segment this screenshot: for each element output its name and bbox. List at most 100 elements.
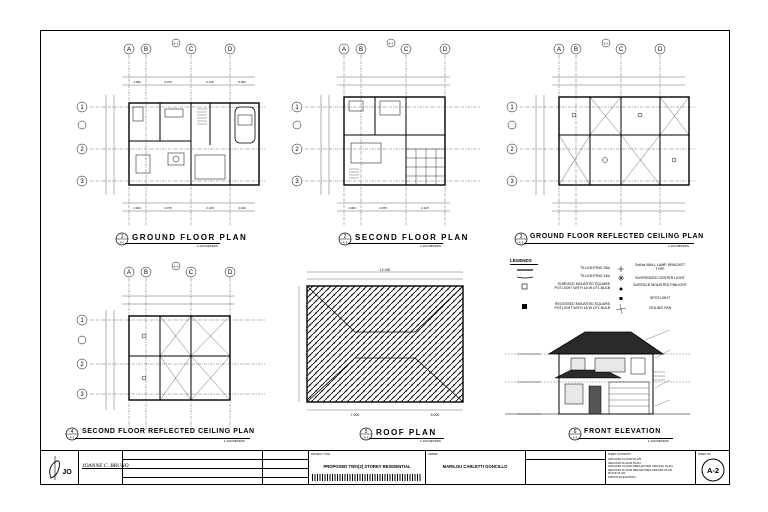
legend-symbols-right (616, 266, 626, 314)
roof-dim-1: 7.900 (351, 413, 360, 417)
legend-item-ceiling-fan: CEILING FAN (648, 306, 672, 310)
svg-text:A-2: A-2 (519, 241, 524, 245)
svg-text:5: 5 (365, 429, 368, 435)
legend-item-surface-pinlight: SURFACE MOUNTED PINLIGHT (633, 283, 687, 287)
svg-text:C: C (404, 47, 409, 53)
second-floor-rcp-drawing (76, 261, 265, 430)
dim-top-2: 4.075 (164, 80, 172, 84)
view-number-bubble: 4A-2 (65, 427, 79, 441)
owner-label: OWNER (428, 453, 438, 456)
sheet-contents-list: GROUND FLOOR PLAN SECOND FLOOR PLAN GROU… (608, 458, 673, 479)
dim-bottom-4: 3.400 (238, 206, 246, 210)
grid-label-1: 1 (80, 105, 84, 111)
svg-text:4.075: 4.075 (379, 206, 387, 210)
drawing-title-front-elevation: FRONT ELEVATION (584, 428, 662, 435)
svg-text:D: D (443, 47, 448, 53)
dim-bottom-3: 2.125 (206, 206, 214, 210)
svg-text:A: A (557, 47, 561, 53)
spotlight-icon (619, 297, 623, 300)
dim-bottom-1: 1.000 (133, 206, 141, 210)
svg-text:E-1: E-1 (604, 42, 609, 46)
drawing-title-ground-floor-rcp: GROUND FLOOR REFLECTED CEILING PLAN (530, 233, 704, 240)
view-number-bubble: 1A-2 (115, 232, 129, 246)
grid-label-d: D (228, 47, 233, 53)
legend-item-spotlight: SPOTLIGHT (649, 296, 671, 300)
roof-plan-drawing (298, 271, 464, 411)
sheet-number: A-2 (707, 466, 719, 475)
svg-text:A: A (127, 270, 131, 276)
drawing-title-roof-plan: ROOF PLAN (376, 428, 437, 437)
svg-text:A-2: A-2 (364, 436, 369, 440)
logo-text: JO (62, 469, 72, 476)
grid-label-3: 3 (80, 179, 84, 185)
view-number-bubble: 2A-2 (338, 232, 352, 246)
svg-text:B: B (144, 270, 148, 276)
svg-text:D: D (228, 270, 233, 276)
svg-text:A-2: A-2 (70, 436, 75, 440)
svg-text:A-2: A-2 (573, 436, 578, 440)
svg-text:3: 3 (80, 392, 84, 398)
ground-floor-rcp-drawing (506, 38, 695, 225)
drawing-title-second-floor-plan: SECOND FLOOR PLAN (355, 233, 469, 242)
legend-symbols-left (516, 269, 534, 309)
svg-text:A: A (342, 47, 346, 53)
scale-label: 1:100 METERS (420, 244, 441, 248)
view-number-bubble: 6A-2 (568, 427, 582, 441)
legend-item-surface-potlight: SURFACE MOUNTED SQUARE POTLIGHT WITH 18 … (554, 282, 610, 290)
svg-text:C: C (619, 47, 624, 53)
front-elevation-drawing (505, 329, 690, 415)
drawing-title-ground-floor-plan: GROUND FLOOR PLAN (132, 233, 248, 242)
roof-overall-dim: 12.150 (380, 268, 391, 272)
project-address-text (312, 474, 422, 481)
legend-item-recessed-potlight: RECESSED MOUNTED SQUARE POTLIGHT WITH 18… (554, 302, 610, 310)
title-block: JO JOANNE C. BRUNO PROJECT TITLE PROPOSE… (40, 450, 730, 485)
view-number-bubble: 3A-2 (514, 232, 528, 246)
legend-item-center-light: SUSPENDED CENTER LIGHT (635, 276, 685, 280)
project-title: PROPOSED TWO(2) STOREY RESIDENTIAL (323, 464, 411, 469)
grid-label-c: C (189, 47, 194, 53)
svg-text:B: B (359, 47, 363, 53)
second-floor-plan-drawing (291, 38, 480, 225)
sheet-number-badge: A-2 (701, 458, 725, 482)
ceiling-fan-icon (616, 304, 626, 314)
signature: JOANNE C. BRUNO (82, 463, 129, 469)
sheet-contents-label: SHEET CONTENTS (608, 453, 631, 456)
owner-name: MARILOU CARLETTI GONCILLO (442, 464, 508, 469)
dim-top-4: 5.000 (238, 80, 246, 84)
svg-text:A-2: A-2 (120, 241, 125, 245)
view-number-bubble: 5A-2 (359, 427, 373, 441)
legend-item-t5-28: T5 LIGHTING 28w (580, 266, 610, 270)
svg-text:E-1: E-1 (389, 42, 394, 46)
ground-floor-rcp-labels: A B C D 1 2 3 E-1 (510, 42, 663, 186)
svg-text:E-1: E-1 (174, 265, 179, 269)
drawing-title-second-floor-rcp: SECOND FLOOR REFLECTED CEILING PLAN (82, 428, 255, 435)
grid-label-a: A (127, 47, 131, 53)
svg-text:1: 1 (295, 105, 299, 111)
svg-text:6: 6 (574, 429, 577, 435)
svg-text:3: 3 (520, 234, 523, 240)
svg-text:2.125: 2.125 (421, 206, 429, 210)
t5-14-icon (516, 276, 534, 279)
scale-label: 1:100 METERS (420, 439, 441, 443)
scale-label: 1:100 METERS (197, 244, 218, 248)
scale-label: 1:100 METERS (648, 439, 669, 443)
dim-top-1: 1.000 (133, 80, 141, 84)
svg-text:1: 1 (80, 318, 84, 324)
roof-dim-2: 5.000 (431, 413, 440, 417)
svg-text:2: 2 (510, 147, 514, 153)
center-light-icon (618, 275, 624, 281)
second-floor-rcp-labels: A B C D 1 2 3 E-1 (80, 265, 233, 399)
dim-bottom-2: 4.075 (164, 206, 172, 210)
section-marker: E-1 (174, 42, 179, 46)
wall-lamp-icon (618, 266, 624, 272)
svg-text:3: 3 (510, 179, 514, 185)
svg-text:3: 3 (295, 179, 299, 185)
sheet-no-label: SHEET NO. (698, 453, 712, 456)
svg-text:1.000: 1.000 (348, 206, 356, 210)
second-floor-plan-labels: A B C D 1 2 3 E-1 1.000 4.075 2.125 (295, 42, 448, 211)
svg-text:1: 1 (121, 234, 124, 240)
surface-potlight-icon (521, 283, 528, 290)
project-label: PROJECT TITLE (311, 453, 331, 456)
sheet-border (40, 30, 730, 485)
ground-floor-plan-labels: A B C D 1 2 3 E-1 1.000 4.075 2.125 5.00… (80, 42, 246, 211)
